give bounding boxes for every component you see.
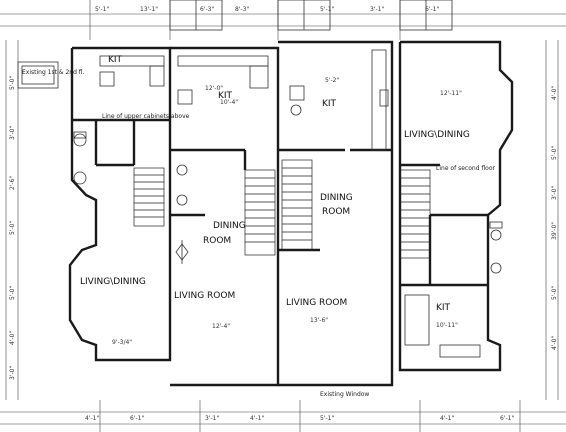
top-dim-label: 5'-1" xyxy=(95,6,109,13)
top-dim-label: 6'-3" xyxy=(200,6,214,13)
room-label-u3-dining-1: DINING xyxy=(320,193,353,203)
right-dim-label: 5'-0" xyxy=(551,286,558,300)
note-closet: Line of upper cabinets above xyxy=(102,113,190,120)
dim-u3-kit: 5'-2" xyxy=(325,77,339,84)
top-dimension-labels: 5'-1" 13'-1" 6'-3" 8'-3" 5'-1" 3'-1" 6'-1" xyxy=(95,6,439,13)
left-dim-label: 5'-0" xyxy=(9,286,16,300)
bottom-dim-label: 4'-1" xyxy=(85,415,99,422)
dim-u4-kit: 10'-11" xyxy=(436,322,458,329)
stairs xyxy=(133,159,431,259)
right-dim-label: 4'-0" xyxy=(551,336,558,350)
top-dim-label: 13'-1" xyxy=(140,6,158,13)
room-label-u4-kit: KIT xyxy=(436,303,451,313)
top-dim-label: 6'-1" xyxy=(425,6,439,13)
bottom-dim-label: 6'-1" xyxy=(130,415,144,422)
note-window: Existing Window xyxy=(320,391,369,398)
left-dim-label: 5'-0" xyxy=(9,221,16,235)
room-label-u4-living: LIVING\DINING xyxy=(404,130,470,140)
interior-walls xyxy=(72,118,488,287)
right-dim-label: 5'-0" xyxy=(551,146,558,160)
left-dim-label: 3'-0" xyxy=(9,126,16,140)
left-dim-label: 3'-0" xyxy=(9,366,16,380)
bottom-dim-label: 6'-1" xyxy=(500,415,514,422)
top-window-boxes xyxy=(169,0,453,31)
bottom-dimension-labels: 4'-1" 6'-1" 3'-1" 4'-1" 5'-1" 4'-1" 6'-1" xyxy=(85,415,514,422)
dim-u1-living: 9'-3/4" xyxy=(112,339,132,346)
top-dim-label: 5'-1" xyxy=(320,6,334,13)
right-dim-label: 4'-0" xyxy=(551,86,558,100)
bottom-dim-label: 3'-1" xyxy=(205,415,219,422)
dim-u3-living: 13'-6" xyxy=(310,317,328,324)
left-dim-label: 2'-6" xyxy=(9,176,16,190)
room-label-u2-dining-2: ROOM xyxy=(203,236,231,246)
room-label-u3-living: LIVING ROOM xyxy=(286,298,347,308)
note-u1-box: Existing 1st & 2nd fl. xyxy=(22,69,85,76)
bottom-dim-label: 4'-1" xyxy=(440,415,454,422)
fixtures xyxy=(73,49,503,358)
dim-u2-living: 12'-4" xyxy=(212,323,230,330)
right-dimension-labels: 4'-0" 5'-0" 3'-0" 39'-0" 5'-0" 4'-0" xyxy=(551,86,558,350)
left-dim-label: 5'-0" xyxy=(9,76,16,90)
room-label-u1-kit: KIT xyxy=(108,55,123,65)
room-label-u3-kit: KIT xyxy=(322,99,337,109)
top-dim-label: 8'-3" xyxy=(235,6,249,13)
dim-u4-living: 12'-11" xyxy=(440,90,462,97)
bottom-dim-label: 4'-1" xyxy=(250,415,264,422)
room-label-u3-dining-2: ROOM xyxy=(322,207,350,217)
existing-box xyxy=(17,61,59,89)
north-arrow-icon xyxy=(175,240,189,264)
right-dim-label: 3'-0" xyxy=(551,186,558,200)
dim-u2-kit2: 10'-4" xyxy=(220,99,238,106)
top-dim-label: 3'-1" xyxy=(370,6,384,13)
right-dim-label: 39'-0" xyxy=(551,222,558,240)
room-label-u2-dining-1: DINING xyxy=(213,221,246,231)
note-load-bearing: Line of second floor xyxy=(436,165,496,172)
room-label-u1-living: LIVING\DINING xyxy=(80,277,146,287)
room-label-u2-kit: KIT xyxy=(218,91,233,101)
bottom-dim-label: 5'-1" xyxy=(320,415,334,422)
dim-u2-kit: 12'-0" xyxy=(205,85,223,92)
left-dimension-labels: 5'-0" 3'-0" 2'-6" 5'-0" 5'-0" 4'-0" 3'-0" xyxy=(9,76,16,380)
exterior-walls xyxy=(68,40,514,387)
room-label-u2-living: LIVING ROOM xyxy=(174,291,235,301)
left-dim-label: 4'-0" xyxy=(9,331,16,345)
